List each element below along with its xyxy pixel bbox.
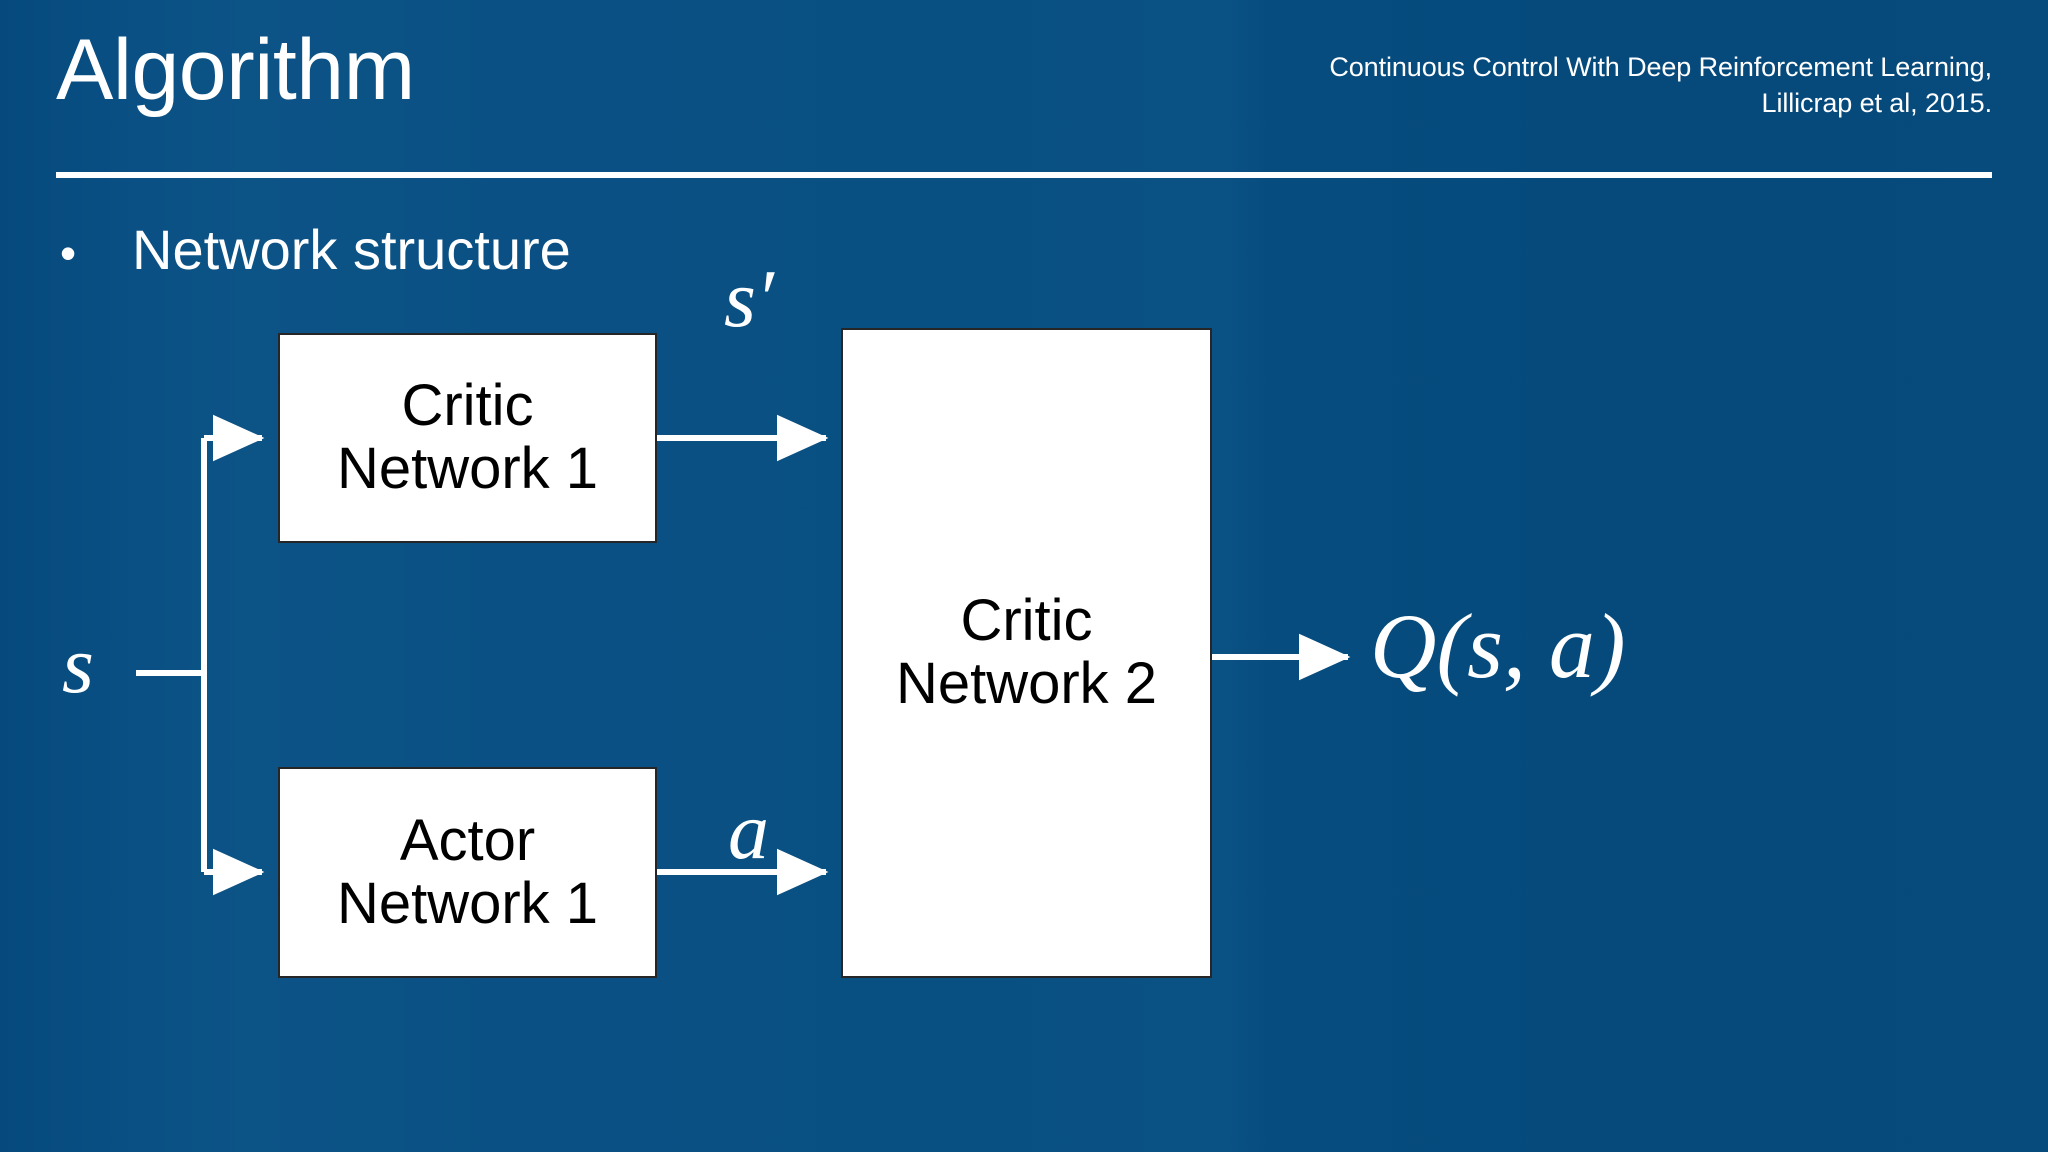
node-actor-network-1[interactable]: Actor Network 1 (278, 767, 657, 978)
node-critic-network-2-line1: Critic (960, 588, 1093, 654)
citation-line-1: Continuous Control With Deep Reinforceme… (1329, 52, 1992, 82)
citation-line-2: Lillicrap et al, 2015. (1761, 87, 1993, 118)
label-output-q-value: Q(s, a) (1370, 595, 1626, 697)
node-critic-network-2[interactable]: Critic Network 2 (841, 328, 1212, 978)
node-critic-network-2-line2: Network 2 (895, 651, 1158, 716)
node-critic-network-1[interactable]: Critic Network 1 (278, 333, 657, 543)
bullet-marker-icon: • (60, 227, 77, 279)
node-critic-network-1-line2: Network 1 (336, 436, 599, 501)
citation-reference: Continuous Control With Deep Reinforceme… (992, 50, 1992, 121)
label-next-state: s′ (724, 253, 774, 344)
bullet-label: Network structure (132, 218, 571, 281)
page-title: Algorithm (56, 22, 415, 118)
node-actor-network-1-line2: Network 1 (336, 870, 599, 936)
title-divider (56, 172, 1992, 178)
label-input-state: s (62, 619, 94, 710)
bullet-item: • Network structure (60, 222, 571, 278)
node-critic-network-1-line1: Critic (401, 373, 534, 439)
label-action: a (728, 785, 769, 876)
node-actor-network-1-line1: Actor (399, 807, 536, 873)
